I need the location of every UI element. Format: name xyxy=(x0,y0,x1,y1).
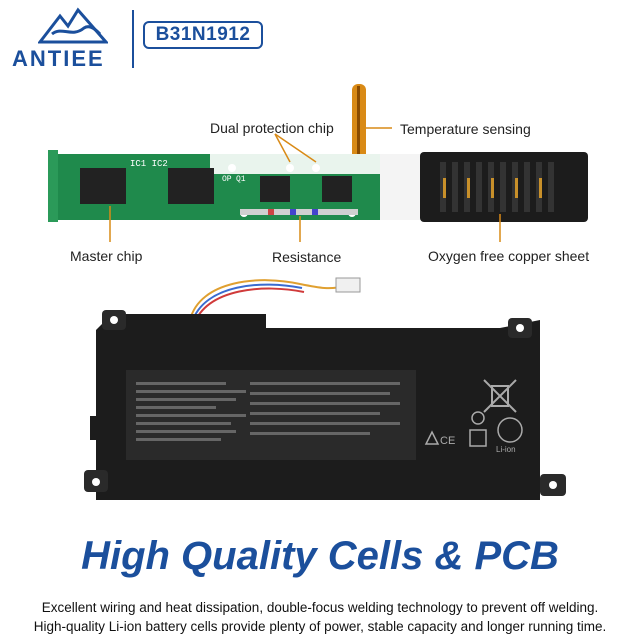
protection-chip-2 xyxy=(322,176,352,202)
mountain-logo-icon xyxy=(38,7,108,44)
callout-resistance: Resistance xyxy=(272,249,342,265)
brand-name: ANTIEE xyxy=(12,46,105,71)
callout-temperature-sensing: Temperature sensing xyxy=(400,121,531,137)
recycle-bin-crossed-icon xyxy=(483,379,517,413)
master-chip-ic1 xyxy=(80,168,126,204)
battery-cable xyxy=(189,279,346,321)
ce-mark-icon: CE xyxy=(440,435,455,447)
temperature-sensor-wire xyxy=(357,86,360,164)
model-number-badge: B31N1912 xyxy=(143,21,263,49)
li-ion-recycle-icon xyxy=(497,417,523,443)
bsmi-mark-icon xyxy=(469,429,487,447)
warning-triangle-icon xyxy=(424,430,440,445)
pcb-illustration: IC1 IC2 OP Q1 xyxy=(48,84,588,242)
master-chip-ic2 xyxy=(168,168,214,204)
pcb-op-label: OP xyxy=(222,175,232,184)
li-ion-label: Li-ion xyxy=(496,445,516,454)
protection-chip-1 xyxy=(260,176,290,202)
battery-illustration: CE Li-ion xyxy=(84,277,566,500)
caption-line-2: High-quality Li-ion battery cells provid… xyxy=(33,619,607,634)
resistance-bar xyxy=(240,209,358,215)
battery-connector xyxy=(335,277,361,293)
brand-divider xyxy=(132,10,134,68)
callout-master-chip: Master chip xyxy=(70,248,143,264)
brand-header: ANTIEE B31N1912 xyxy=(0,0,640,80)
headline: High Quality Cells & PCB xyxy=(81,534,559,578)
caption-line-1: Excellent wiring and heat dissipation, d… xyxy=(41,600,599,615)
pcb-q1-label: Q1 xyxy=(236,175,246,184)
rohs-mark-icon xyxy=(471,411,485,425)
callout-dual-protection-chip: Dual protection chip xyxy=(210,120,334,136)
callout-oxygen-free-copper: Oxygen free copper sheet xyxy=(428,248,590,264)
pcb-ic-labels: IC1 IC2 xyxy=(130,159,168,169)
